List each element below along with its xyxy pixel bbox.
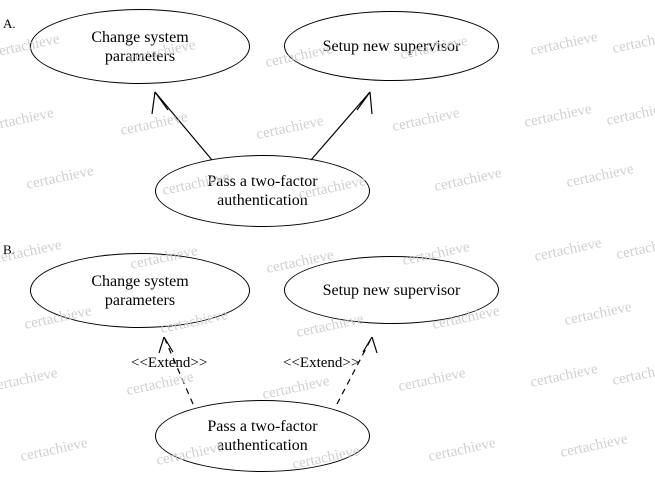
usecase-label: Pass a two-factor authentication (207, 418, 318, 454)
usecase-label: Pass a two-factor authentication (207, 173, 318, 209)
edge-label-extend-left: <<Extend>> (131, 355, 208, 371)
usecase-label: Change system parameters (91, 28, 189, 65)
usecase-label: Setup new supervisor (322, 281, 461, 299)
usecase-change-system-parameters-a[interactable]: Change system parameters (30, 9, 250, 84)
usecase-label: Change system parameters (91, 272, 189, 309)
edge-auth-to-setup-b (336, 336, 378, 405)
usecase-setup-new-supervisor-b[interactable]: Setup new supervisor (284, 256, 499, 324)
usecase-setup-new-supervisor-a[interactable]: Setup new supervisor (284, 11, 499, 81)
usecase-pass-two-factor-authentication-b[interactable]: Pass a two-factor authentication (155, 400, 370, 472)
edge-auth-to-setup-a (310, 91, 373, 161)
panel-a-label: A. (3, 16, 16, 31)
edge-auth-to-change-b (158, 336, 194, 405)
usecase-pass-two-factor-authentication-a[interactable]: Pass a two-factor authentication (155, 155, 370, 227)
usecase-label: Setup new supervisor (322, 37, 461, 55)
edge-label-extend-right: <<Extend>> (283, 355, 360, 371)
usecase-change-system-parameters-b[interactable]: Change system parameters (30, 253, 250, 328)
panel-b-label: B. (3, 242, 15, 257)
edge-auth-to-change-a (151, 91, 213, 161)
